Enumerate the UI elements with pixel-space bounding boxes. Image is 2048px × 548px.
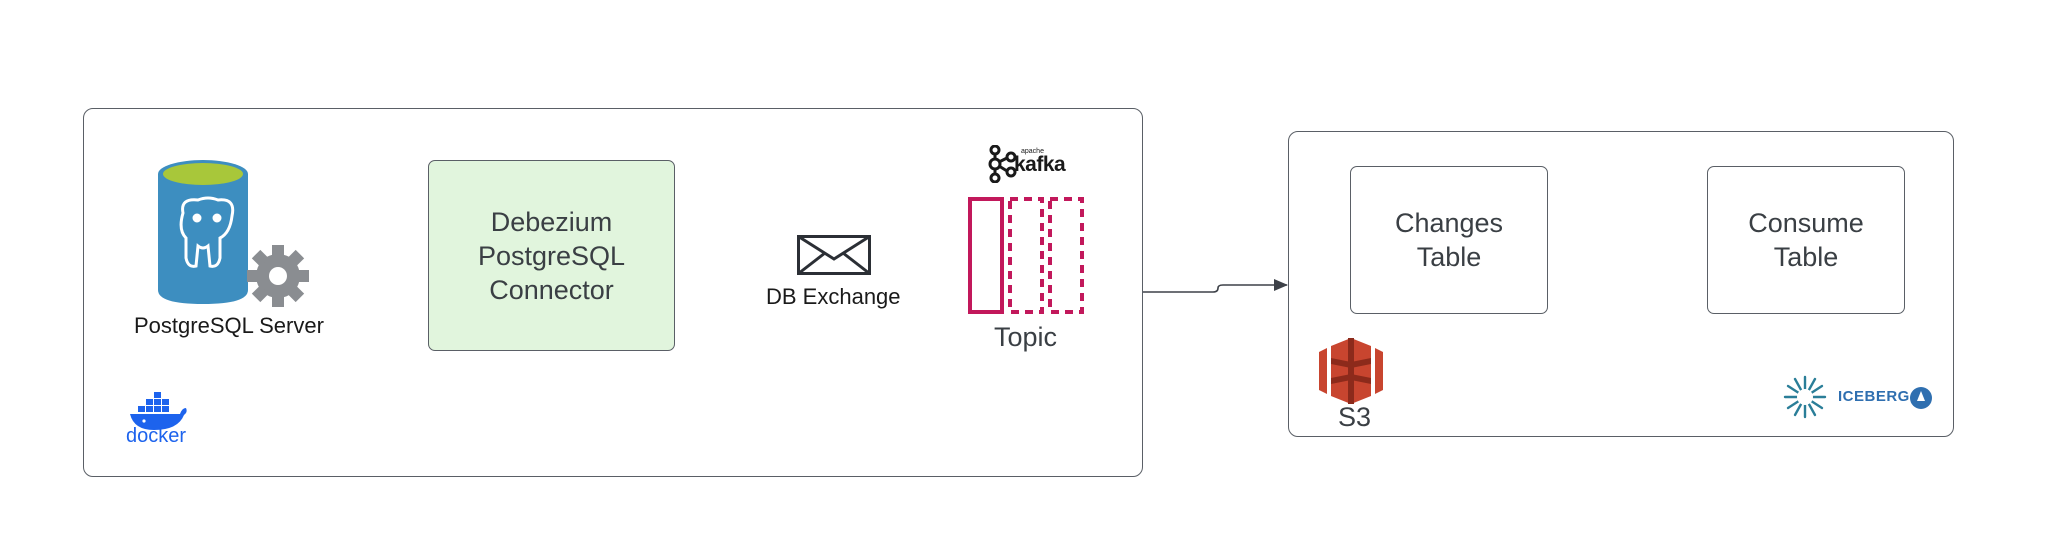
changes-table-label: Changes Table (1394, 208, 1504, 272)
postgres-server-label: PostgreSQL Server (134, 313, 324, 338)
debezium-connector-node[interactable]: Debezium PostgreSQL Connector (428, 160, 675, 351)
db-exchange-label: DB Exchange (766, 284, 901, 309)
iceberg-logo-text: ICEBERG (1838, 388, 1910, 405)
kafka-logo-text: kafka (1014, 153, 1066, 176)
topic-label: Topic (994, 322, 1058, 352)
envelope-icon (797, 235, 871, 275)
postgresql-database-icon (158, 160, 309, 307)
edge-docker-to-lake (1143, 279, 1288, 293)
consume-table-label: Consume Table (1748, 208, 1864, 272)
iceberg-logo-icon (1783, 375, 1827, 419)
kafka-topic-icon[interactable] (968, 197, 1086, 314)
s3-label: S3 (1338, 402, 1372, 432)
docker-logo-text: docker (126, 425, 187, 447)
docker-whale-icon (130, 392, 187, 430)
consume-table-node[interactable]: Consume Table (1707, 166, 1905, 314)
debezium-connector-label: Debezium PostgreSQL Connector (477, 206, 626, 305)
kafka-logo-icon (988, 145, 1017, 183)
aws-s3-icon (1319, 338, 1383, 404)
iceberg-badge-icon (1910, 387, 1932, 409)
changes-table-node[interactable]: Changes Table (1350, 166, 1548, 314)
kafka-small-text: apache (1021, 148, 1044, 155)
